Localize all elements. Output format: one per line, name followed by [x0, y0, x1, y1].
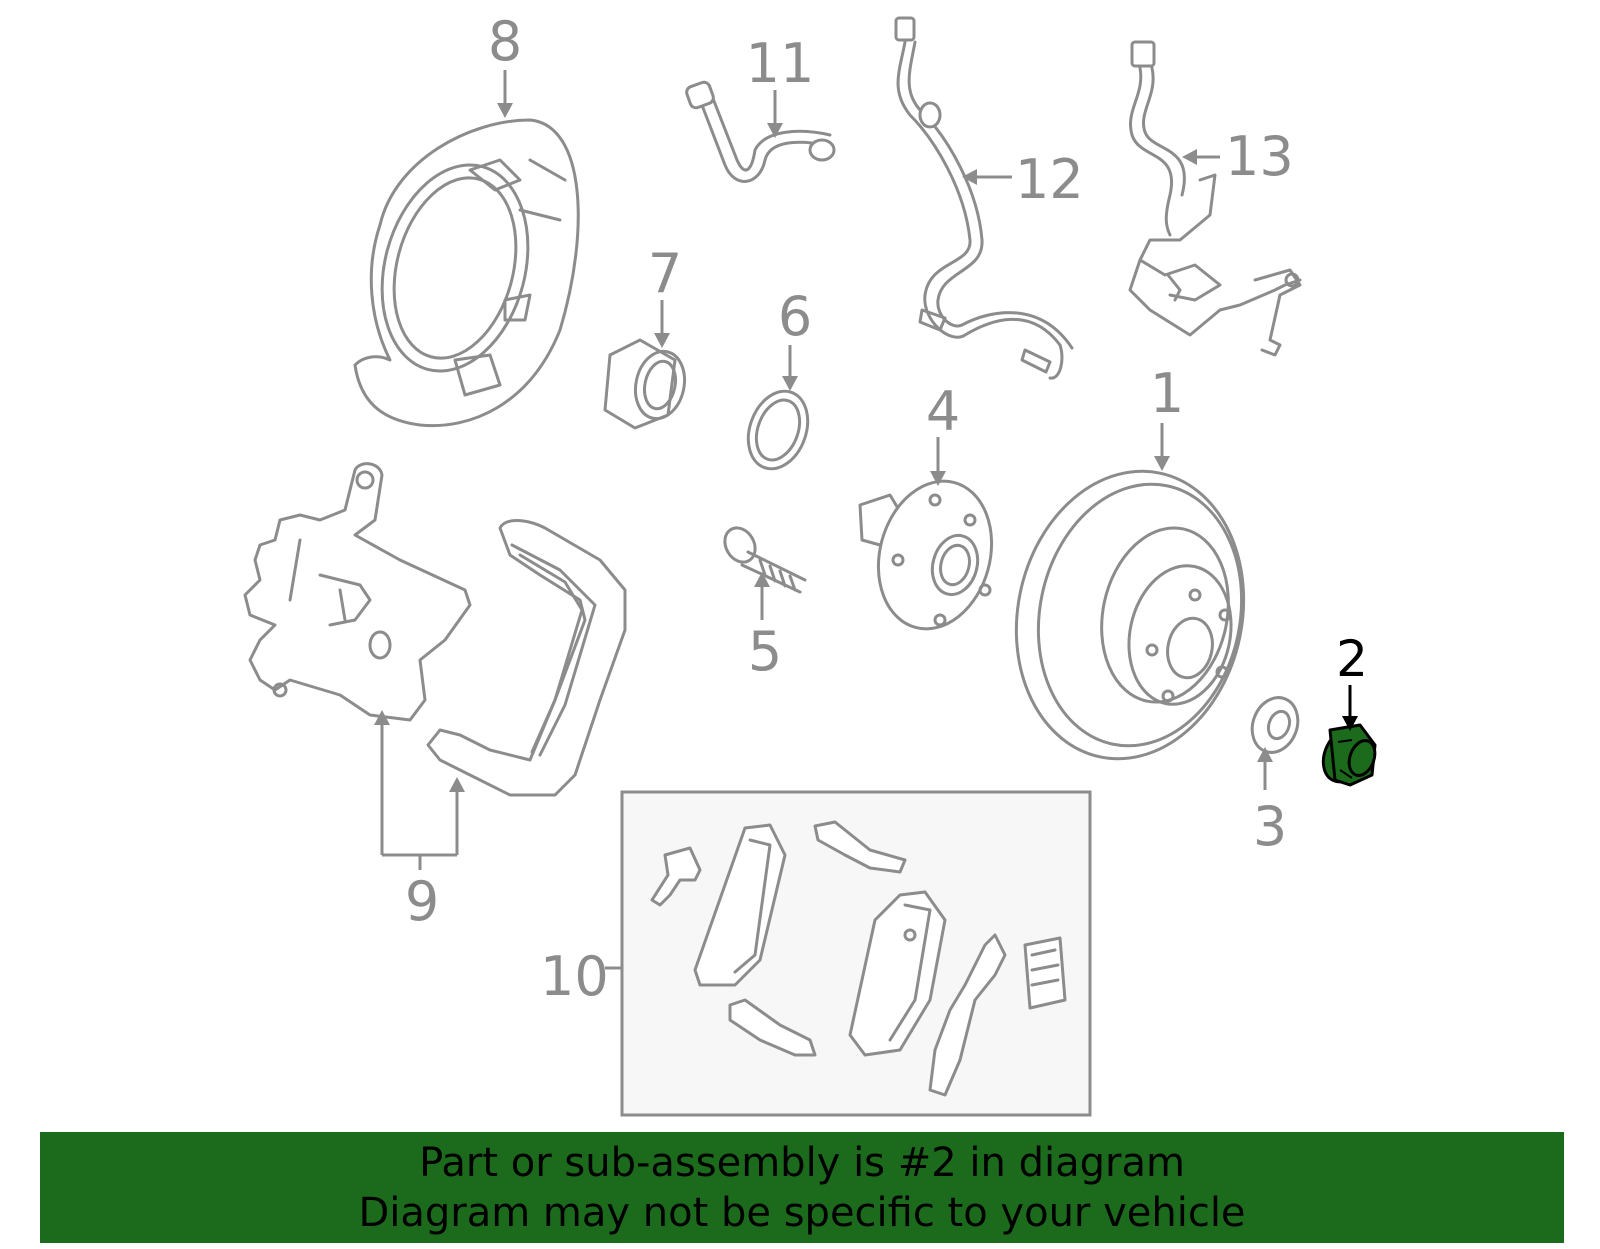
- callout-5: 5: [748, 620, 782, 683]
- part-7-bearing: [603, 338, 687, 430]
- callout-9: 9: [405, 870, 439, 933]
- callout-8: 8: [488, 10, 522, 73]
- callout-7: 7: [648, 242, 682, 305]
- callout-11: 11: [746, 32, 815, 95]
- banner-line-2: Diagram may not be specific to your vehi…: [358, 1189, 1246, 1236]
- callout-4: 4: [926, 380, 960, 443]
- banner-line-1: Part or sub-assembly is #2 in diagram: [419, 1139, 1185, 1186]
- info-banner: Part or sub-assembly is #2 in diagram Di…: [40, 1132, 1564, 1243]
- part-8-dust-shield: [353, 118, 580, 428]
- part-1-rotor: [1014, 469, 1246, 761]
- callout-10: 10: [540, 945, 609, 1008]
- part-6-snap-ring: [746, 389, 810, 471]
- part-2-hub-nut: [1321, 723, 1377, 787]
- callout-6: 6: [778, 285, 812, 348]
- part-3-washer: [1250, 696, 1300, 754]
- part-5-stud: [723, 526, 807, 594]
- callout-3: 3: [1253, 795, 1287, 858]
- callout-12: 12: [1015, 148, 1084, 211]
- callout-1: 1: [1150, 362, 1184, 425]
- part-4-hub: [858, 479, 994, 631]
- part-13-sensor-bracket: [1128, 40, 1302, 357]
- callout-2: 2: [1336, 630, 1368, 688]
- part-12-sensor-wire: [894, 16, 1074, 380]
- part-9-caliper-bracket: [243, 462, 627, 797]
- part-10-pad-kit: [650, 820, 1067, 1097]
- part-11-brake-hose: [685, 80, 836, 183]
- callout-13: 13: [1225, 125, 1294, 188]
